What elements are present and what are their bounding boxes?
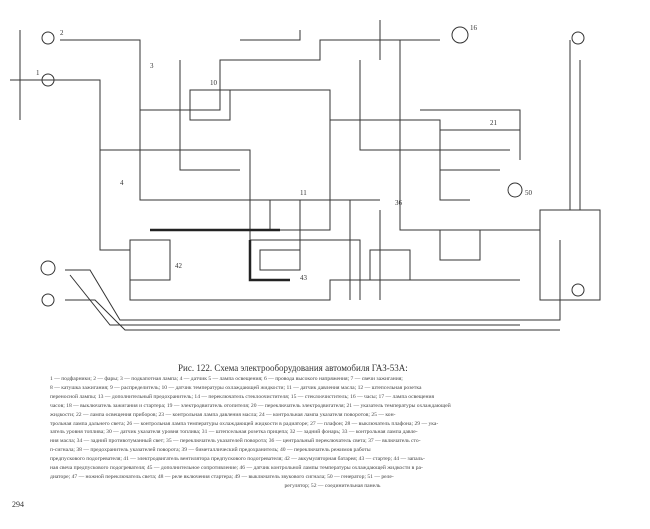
diagram-label: 36: [395, 199, 403, 207]
diagram-label: 16: [470, 24, 478, 32]
figure-legend: 1 — подфарники; 2 — фары; 3 — подкапотна…: [50, 375, 615, 491]
diagram-label: 10: [210, 79, 218, 87]
legend-line: диаторе; 47 — ножной переключатель света…: [50, 473, 394, 480]
legend-line: п-сигнала; 38 — предохранитель указателе…: [50, 447, 371, 454]
diagram-label: 2: [60, 29, 64, 37]
legend-line: ния масла; 34 — задний противотуманный с…: [50, 438, 421, 445]
diagram-label: 42: [175, 262, 183, 270]
diagram-label: 3: [150, 62, 154, 70]
diagram-label: 43: [300, 274, 308, 282]
legend-line: трольная лампа дальнего света; 26 — конт…: [50, 420, 439, 427]
legend-line: переносной лампы; 13 — дополнительный пр…: [50, 393, 435, 400]
wiring-diagram: 1 2 3 4 10 11 16 21 36 42 43 50: [10, 20, 601, 331]
page-number: 294: [12, 500, 24, 509]
legend-line: жидкости; 22 — лампа освещения приборов;…: [50, 411, 396, 418]
legend-line: часов; 18 — выключатель зажигания и стар…: [50, 402, 451, 409]
legend-line: ная свеча предпускового подогревателя; 4…: [50, 465, 423, 472]
diagram-label: 4: [120, 179, 124, 187]
legend-line: регулятор; 52 — соединительная панель: [284, 482, 381, 489]
diagram-label: 21: [490, 119, 498, 127]
legend-line: 8 — катушка зажигания; 9 — распределител…: [50, 384, 422, 391]
diagram-label: 50: [525, 189, 533, 197]
legend-line: затель уровня топлива; 30 — датчик указа…: [50, 429, 418, 436]
legend-line: 1 — подфарники; 2 — фары; 3 — подкапотна…: [50, 376, 403, 382]
legend-line: предпускового подогревателя; 41 — электр…: [50, 456, 425, 463]
diagram-label: 1: [36, 69, 40, 77]
figure-title: Рис. 122. Схема электрооборудования авто…: [178, 363, 408, 373]
diagram-label: 11: [300, 189, 307, 197]
